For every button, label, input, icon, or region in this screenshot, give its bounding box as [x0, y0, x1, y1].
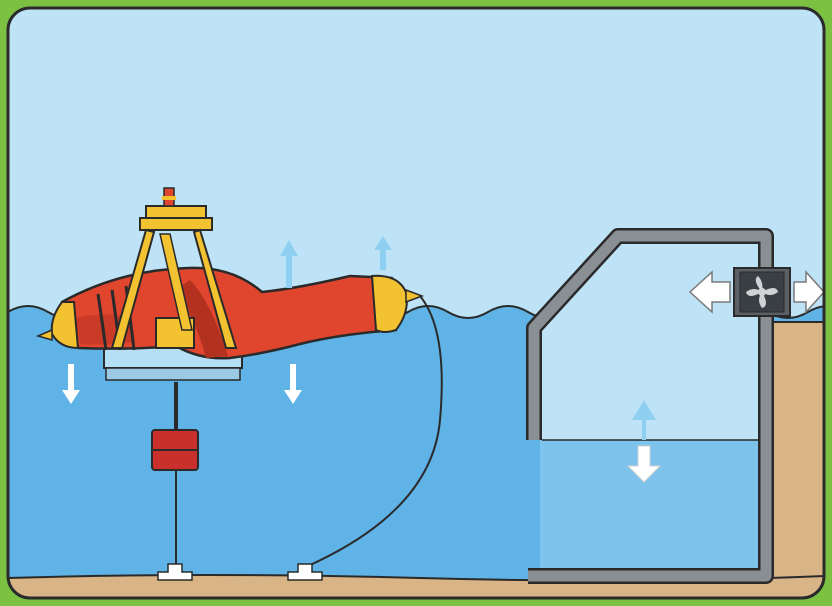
support-tower	[110, 187, 238, 349]
anchor-weight	[151, 429, 199, 471]
buoy-down-arrow-icon	[62, 364, 80, 404]
cable-anchor-icon	[287, 563, 323, 581]
chamber-back-wall	[528, 314, 772, 582]
air-turbine-fan-icon	[733, 267, 791, 317]
airflow-left-arrow-icon	[688, 270, 731, 314]
buoy-up-arrow-icon	[280, 240, 298, 288]
buoy-down-arrow-2-icon	[284, 364, 302, 404]
panel-outline	[6, 6, 826, 600]
wave-energy-buoy-icon	[35, 266, 425, 360]
buoy-up-arrow-2-icon	[374, 236, 392, 270]
water-oscillation-arrow-icon	[626, 400, 662, 483]
airflow-right-arrow-icon	[793, 270, 824, 314]
power-cable	[307, 295, 443, 567]
chamber-wall	[528, 230, 772, 440]
oscillating-water-column	[526, 228, 824, 584]
seabed-anchor-icon	[157, 563, 193, 581]
shore-land	[769, 321, 824, 598]
